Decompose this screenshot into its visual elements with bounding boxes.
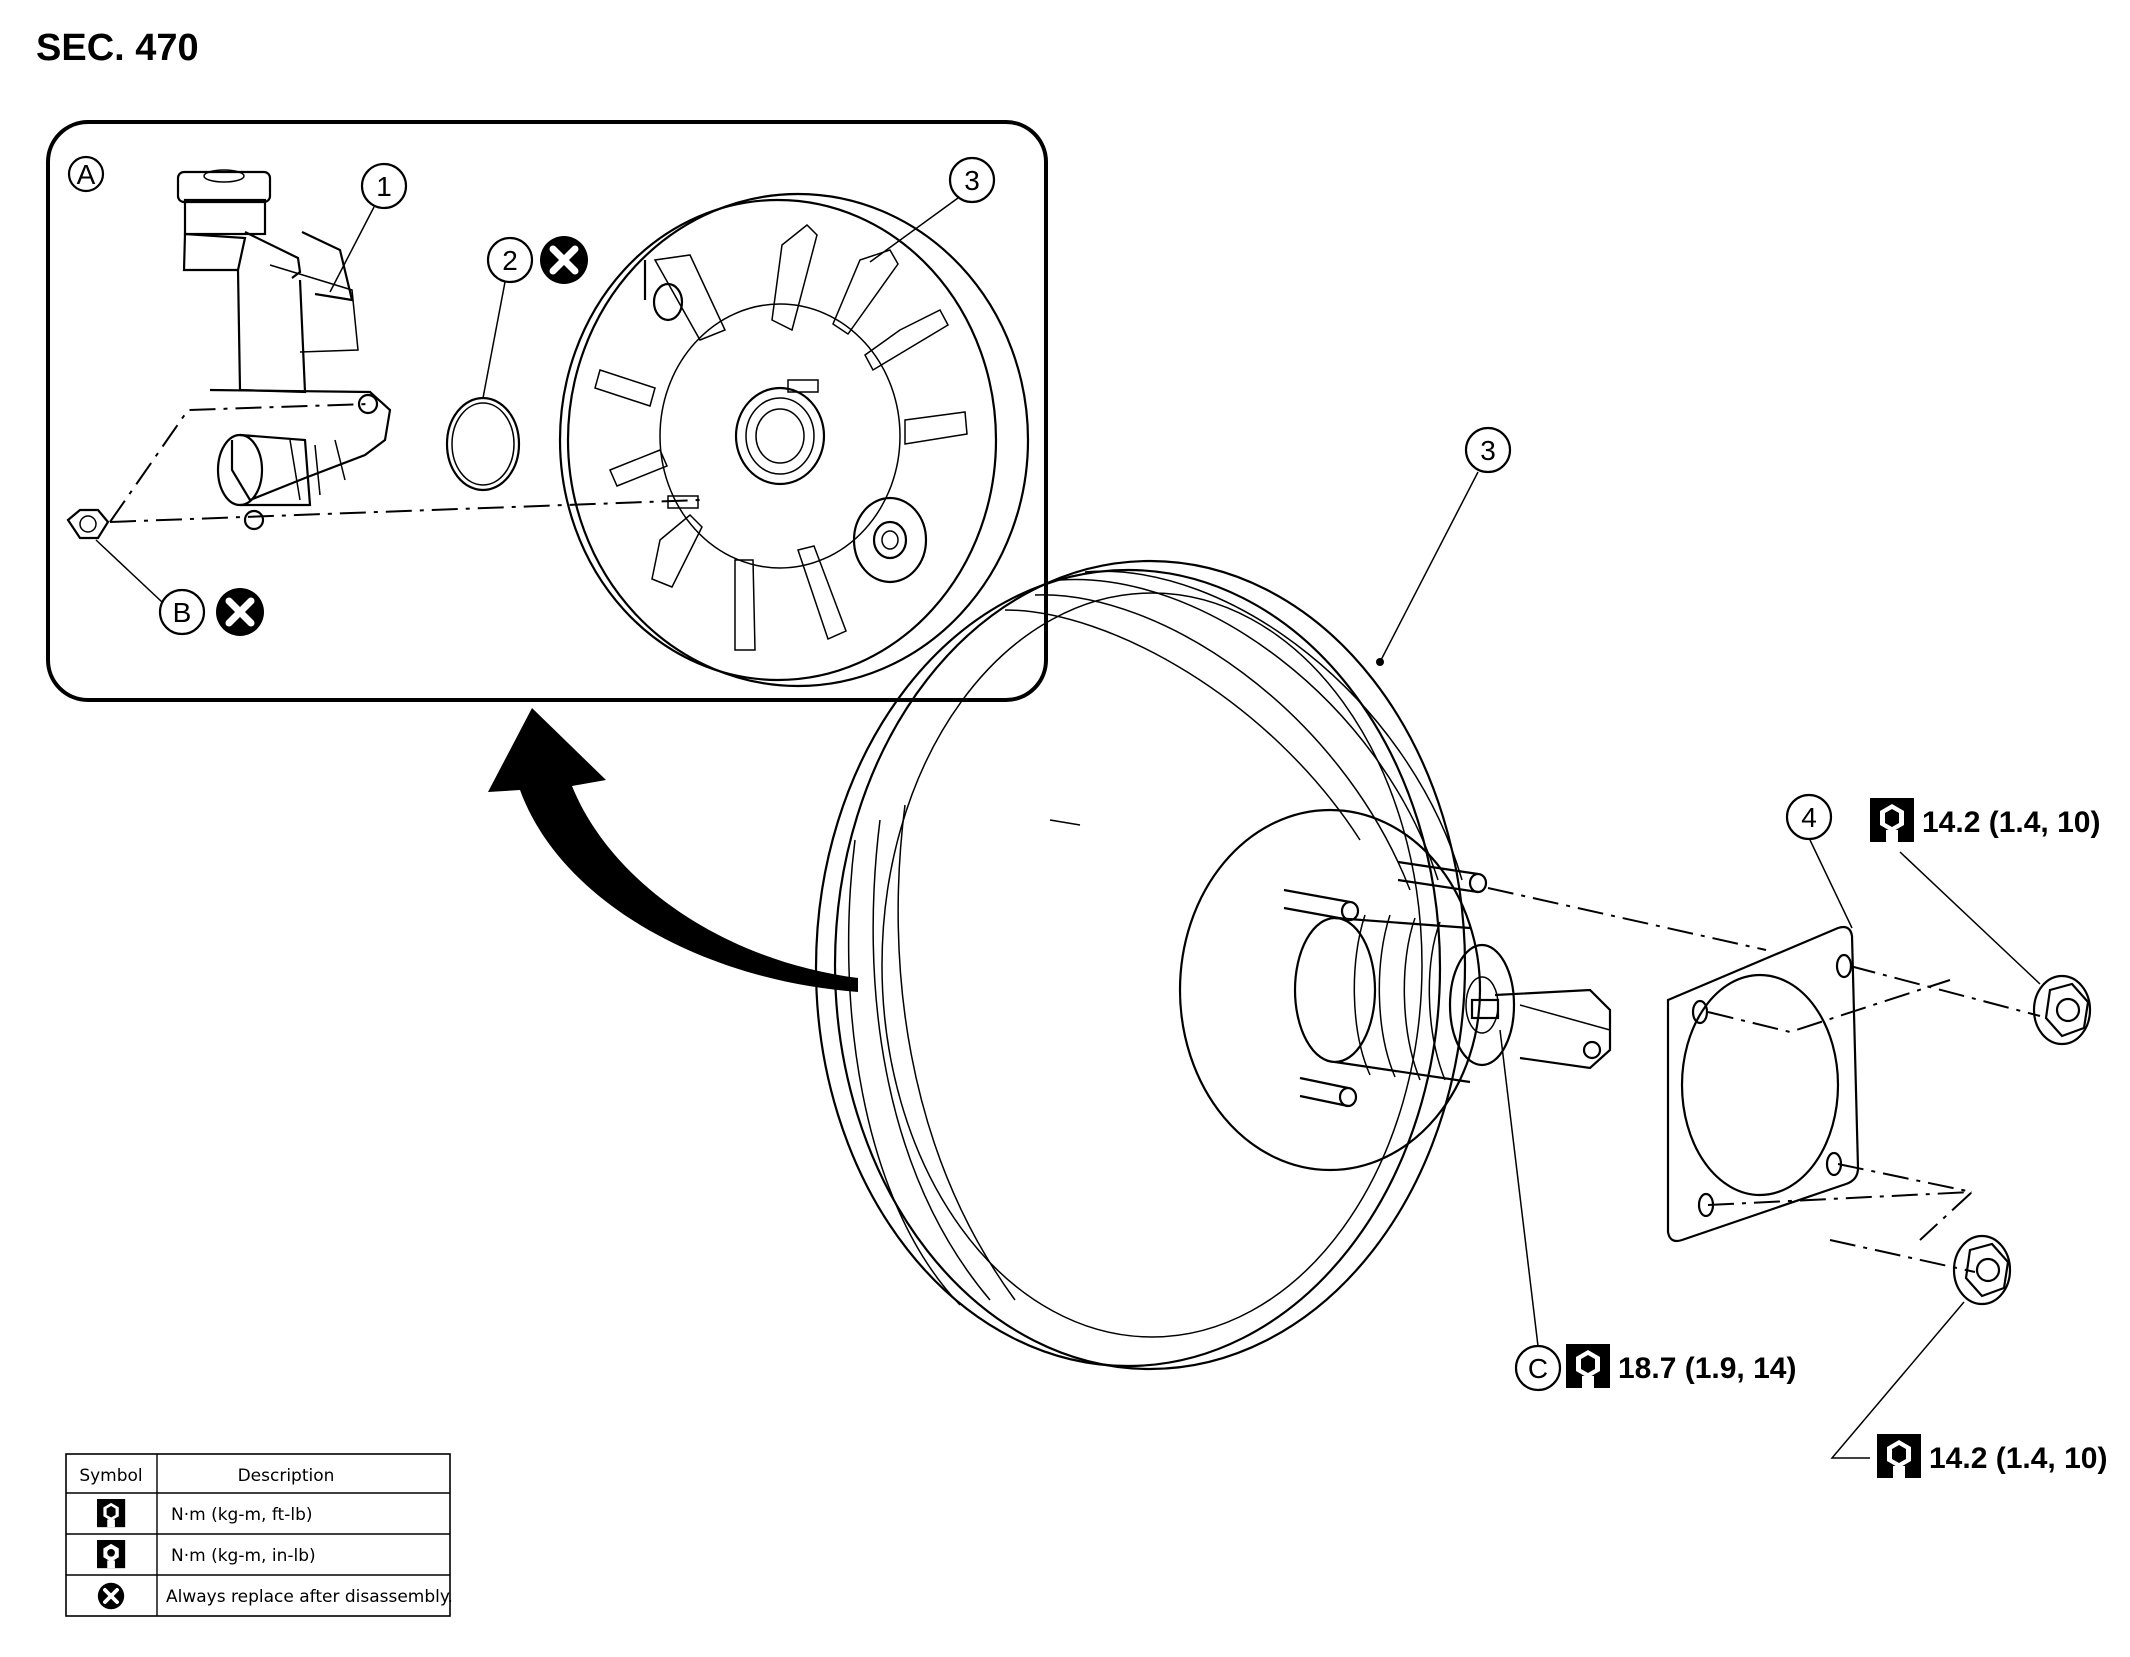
- callout-4: 4: [1801, 802, 1817, 833]
- callout-3-inset: 3: [964, 165, 980, 196]
- legend-header-description: Description: [238, 1466, 335, 1486]
- torque-wrench-icon: [97, 1499, 126, 1528]
- callout-4-leader: [1809, 839, 1853, 929]
- callout-1: 1: [376, 171, 392, 202]
- callout-4-circle: [1785, 793, 1833, 841]
- legend-row-3-description: Always replace after disassembly.: [166, 1587, 453, 1607]
- callout-2-leader: [482, 281, 506, 399]
- callout-3-main-circle: [1464, 426, 1512, 474]
- callout-3-main-dot: [1376, 658, 1384, 666]
- callout-a: A: [77, 159, 96, 190]
- callout-b-circle: [158, 588, 206, 636]
- section-title: SEC. 470: [36, 27, 199, 69]
- symbol-legend: Symbol Description N·m (kg-m, ft-lb) N·m…: [65, 1453, 453, 1617]
- replace-cross-icon: [216, 588, 264, 636]
- stud-line-mid: [1707, 979, 1951, 1034]
- brake-booster-main: [814, 559, 1612, 1371]
- callout-b-leader: [95, 539, 163, 603]
- callout-c-leader: [1499, 1029, 1539, 1347]
- callout-2: 2: [502, 245, 518, 276]
- callout-2-circle: [486, 236, 534, 284]
- inset-detail-a: A 1 2 3 B: [46, 120, 1048, 702]
- booster-front-inset: [558, 192, 1030, 688]
- legend-row-2-description: N·m (kg-m, in-lb): [171, 1546, 316, 1566]
- torque-upper-leader: [1899, 851, 2041, 985]
- callout-1-leader: [329, 206, 375, 293]
- torque-upper-nut: 14.2 (1.4, 10): [1922, 806, 2100, 839]
- legend-row-1-description: N·m (kg-m, ft-lb): [171, 1505, 313, 1525]
- torque-lower-leader: [1830, 1301, 1965, 1459]
- callout-a-circle: [67, 155, 105, 193]
- replace-cross-icon: [540, 236, 588, 284]
- torque-wrench-icon: [1877, 1434, 1921, 1478]
- torque-clevis: 18.7 (1.9, 14): [1618, 1352, 1796, 1385]
- stud-line-lower: [1837, 1163, 1975, 1241]
- nut-line-lower: [1829, 1239, 1976, 1273]
- stud-line-upper: [1487, 887, 1767, 951]
- nut-upper: [2032, 974, 2092, 1046]
- replace-cross-icon: [95, 1580, 127, 1612]
- callout-3-main-leader: [1379, 471, 1479, 663]
- master-cylinder: [176, 169, 392, 531]
- torque-wrench-icon: [1566, 1344, 1610, 1388]
- torque-wrench-inlb-icon: [97, 1540, 126, 1569]
- torque-lower-nut: 14.2 (1.4, 10): [1929, 1442, 2107, 1475]
- legend-header-symbol: Symbol: [79, 1466, 142, 1486]
- callout-c: C: [1528, 1353, 1548, 1384]
- callout-3-inset-circle: [948, 156, 996, 204]
- stud-alignment-line: [109, 499, 701, 523]
- callout-b: B: [173, 597, 192, 628]
- callout-1-circle: [360, 162, 408, 210]
- torque-wrench-icon: [1870, 798, 1914, 842]
- stud-line-lower2: [1707, 1191, 1973, 1206]
- callout-3-main: 3: [1480, 435, 1496, 466]
- nut-line-upper: [1849, 965, 2041, 1017]
- nut-b: [66, 508, 110, 540]
- curved-arrow: [488, 708, 858, 992]
- nut-lower: [1952, 1234, 2012, 1306]
- gasket: [1666, 925, 1860, 1243]
- callout-3-inset-leader: [869, 197, 959, 263]
